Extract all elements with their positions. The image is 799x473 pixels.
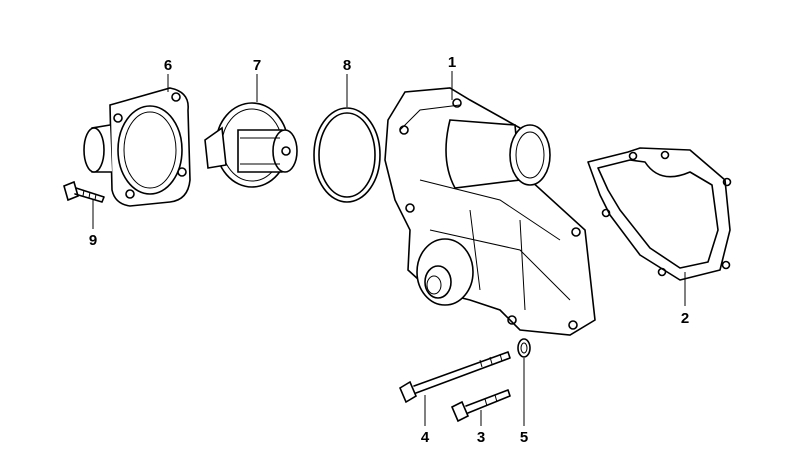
callout-2[interactable]: 2 (681, 310, 689, 327)
part-long-bolt[interactable] (398, 351, 511, 404)
callout-5[interactable]: 5 (520, 429, 528, 446)
part-water-pump-housing[interactable] (384, 87, 596, 336)
callout-6[interactable]: 6 (164, 57, 172, 74)
callout-1[interactable]: 1 (448, 54, 456, 71)
callout-8[interactable]: 8 (343, 57, 351, 74)
leader-lines (92, 71, 686, 426)
part-washer[interactable] (517, 338, 531, 358)
part-thermostat[interactable] (204, 102, 298, 188)
callout-9[interactable]: 9 (89, 232, 97, 249)
callout-7[interactable]: 7 (253, 57, 261, 74)
callout-4[interactable]: 4 (421, 429, 430, 446)
part-cover-bolt[interactable] (63, 180, 105, 203)
callout-3[interactable]: 3 (477, 429, 485, 446)
part-gasket[interactable] (587, 147, 732, 281)
part-o-ring[interactable] (313, 107, 381, 203)
part-short-bolt[interactable] (450, 389, 511, 423)
part-thermostat-cover[interactable] (83, 87, 191, 207)
